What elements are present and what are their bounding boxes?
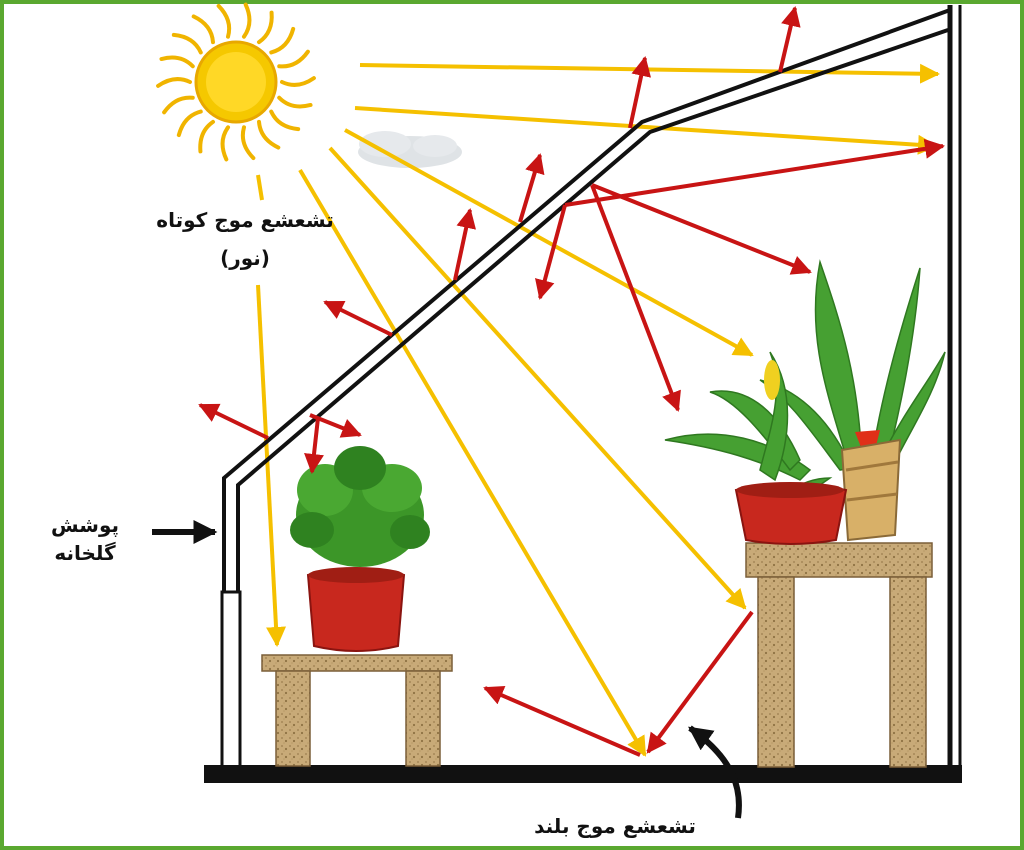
- sun-ray: [171, 32, 203, 55]
- longwave-rays: [198, 6, 945, 757]
- cover-sublabel: گلخانه: [54, 541, 116, 565]
- shortwave-ray: [256, 284, 287, 647]
- sun-ray: [216, 3, 232, 39]
- cover-post: [220, 590, 242, 770]
- longwave-ray: [628, 56, 652, 129]
- shortwave-ray: [256, 174, 264, 201]
- sun-ray: [257, 119, 281, 150]
- sun-ray: [156, 77, 192, 88]
- longwave-ray: [535, 204, 567, 300]
- longwave-ray: [323, 300, 393, 337]
- sun-icon: [156, 2, 316, 162]
- sun-ray: [176, 109, 203, 138]
- sun-ray: [159, 55, 195, 69]
- right-plants: [664, 259, 946, 545]
- ground: [204, 765, 962, 783]
- longwave-ray: [453, 208, 477, 281]
- sun-ray: [269, 109, 301, 132]
- longwave-ray: [304, 417, 324, 474]
- longwave-ray: [483, 685, 641, 757]
- longwave-ray: [646, 610, 754, 754]
- shortwave-ray: [298, 168, 647, 757]
- sun-ray: [280, 76, 316, 87]
- longwave-ray: [778, 6, 801, 73]
- left-table: [261, 654, 453, 767]
- longwave-ray: [591, 183, 812, 275]
- sun-ray: [240, 125, 256, 161]
- shortwave-ray: [328, 146, 747, 610]
- sun-ray: [269, 26, 296, 55]
- sun-ray: [277, 49, 310, 69]
- cloud: [358, 131, 462, 168]
- shortwave-ray: [344, 128, 754, 357]
- sun-ray: [257, 10, 274, 45]
- sun-ray: [241, 2, 252, 39]
- sun-ray: [198, 119, 215, 154]
- arrow-pointer-icon: [688, 725, 742, 819]
- shortwave-sublabel: (نور): [220, 246, 270, 270]
- shortwave-ray: [359, 63, 940, 84]
- sun-ray: [220, 125, 231, 162]
- cover-label: پوشش: [51, 513, 119, 537]
- sun-ray: [162, 95, 195, 115]
- shortwave-label: تشعشع موج کوتاه: [156, 208, 334, 232]
- longwave-ray: [564, 138, 945, 207]
- longwave-ray: [518, 153, 545, 223]
- shortwave-ray: [354, 106, 938, 155]
- longwave-label: تشعشع موج بلند: [534, 814, 696, 838]
- sun-ray: [191, 14, 215, 45]
- right-table: [745, 542, 933, 768]
- sun-ray: [277, 95, 313, 109]
- left-plant: [290, 446, 430, 652]
- longwave-ray: [590, 184, 681, 412]
- longwave-ray: [198, 403, 269, 440]
